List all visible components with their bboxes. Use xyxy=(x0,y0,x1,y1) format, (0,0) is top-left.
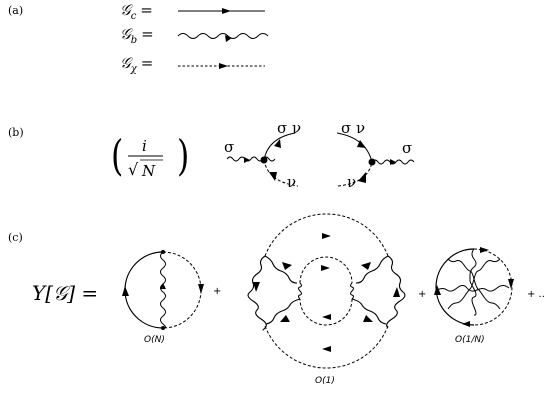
prefactor-radicand: N xyxy=(141,162,156,180)
diagram-order-n xyxy=(122,250,204,330)
diagram2-arrow-left-upper xyxy=(282,262,292,270)
order-label-third: O(1/N) xyxy=(455,335,485,345)
diagram3-boson-b xyxy=(447,258,501,310)
vertex-right-chi-arrow xyxy=(358,172,366,183)
vertex-left-dot xyxy=(260,156,268,164)
legend-row-chi: 𝒢χ= xyxy=(120,54,265,75)
legend-row-conduction: 𝒢c= xyxy=(120,1,265,22)
vertex-left-conduction-arc xyxy=(263,132,296,161)
vertex-left-boson-arrow xyxy=(244,157,250,163)
diagram2-arrow-top xyxy=(322,233,331,239)
svg-text:𝒢χ=: 𝒢χ= xyxy=(120,54,153,75)
prefactor-root: √ xyxy=(128,160,139,179)
vertex-right-conduction-arc xyxy=(336,132,373,163)
diagram2-outer-chi-circle xyxy=(264,213,389,369)
diagram2-arrow-inner-bottom xyxy=(322,314,331,320)
diagram2-arrow-left-outer xyxy=(253,282,260,292)
diagram2-arrow-right-upper xyxy=(361,262,371,270)
svg-text:𝒢c=: 𝒢c= xyxy=(120,1,153,22)
vertex-left-boson-line xyxy=(226,156,276,162)
legend-sub-b: b xyxy=(131,35,137,46)
legend-symbol-c: 𝒢 xyxy=(120,1,133,19)
chi-propagator-arrow xyxy=(219,63,228,69)
legend-eq-c: = xyxy=(140,1,153,19)
diagram2-left-boson-outer xyxy=(247,255,267,331)
vertex-left-conduction-arrow xyxy=(274,139,281,148)
diagram1-top-vertex xyxy=(161,250,165,254)
diagram2-inner-chi-circle xyxy=(299,256,353,326)
vertex-right-boson-arrow xyxy=(390,159,396,165)
legend-symbol-b: 𝒢 xyxy=(120,25,133,43)
diagram3-conduction-arc xyxy=(435,248,475,326)
legend-sub-c: c xyxy=(131,11,137,22)
legend-sub-chi: χ xyxy=(130,64,138,75)
vertex-right-sigma-nu: σ ν xyxy=(341,119,365,137)
vertex-right-conduction-arrow xyxy=(357,140,366,148)
legend-row-boson: 𝒢b = xyxy=(120,25,269,46)
diagram3-boson-c xyxy=(436,285,510,292)
vertex-left-sigma-nu: σ ν xyxy=(277,119,301,137)
diagram3-chi-arc xyxy=(473,248,513,326)
vertex-right: σ ν σ ν xyxy=(336,119,415,191)
diagram2-right-boson-inner xyxy=(351,255,389,325)
diagram2-arrow-left-lower xyxy=(280,315,290,322)
legend-eq-b: = xyxy=(141,25,154,43)
vertex-prefactor: ( i √ N ) xyxy=(111,132,189,181)
diagram2-left-boson-inner xyxy=(264,255,301,325)
boson-propagator-wavy-line xyxy=(177,33,269,39)
diagram2-middle-left-boson xyxy=(298,282,302,300)
panel-label-b: (b) xyxy=(8,126,24,139)
plus-sign-1: + xyxy=(213,286,221,297)
diagram2-arrow-right-outer xyxy=(393,287,400,297)
diagram1-right-arrow xyxy=(198,284,204,294)
vertex-left-sigma: σ xyxy=(224,138,234,156)
diagram1-left-arrow xyxy=(122,286,129,296)
trailing-ellipsis: + .. xyxy=(527,289,545,300)
vertex-left-chi-arrow xyxy=(269,172,277,181)
diagram2-arrow-bottom xyxy=(322,346,331,352)
boson-propagator-arrow xyxy=(225,35,232,42)
diagram3-arrow-bottom xyxy=(462,321,470,327)
diagram1-conduction-arc xyxy=(124,251,164,329)
plus-sign-2: + xyxy=(418,289,426,300)
functional-lhs: Y[𝒢] = xyxy=(32,281,98,305)
diagram3-arrow-left xyxy=(434,285,441,295)
diagram3-boson-d xyxy=(469,248,477,316)
diagram1-boson-line xyxy=(160,251,166,329)
svg-text:𝒢b=: 𝒢b = xyxy=(120,25,154,46)
vertex-right-nu: ν xyxy=(347,173,356,191)
prefactor-left-paren: ( xyxy=(111,132,123,181)
diagram-order-one xyxy=(247,213,406,369)
diagram1-boson-arrow xyxy=(160,283,166,289)
conduction-propagator-arrow xyxy=(222,8,231,14)
diagram3-arrow-top xyxy=(480,247,489,253)
legend-eq-chi: = xyxy=(141,54,154,72)
diagram2-middle-right-boson xyxy=(350,282,354,300)
panel-label-c: (c) xyxy=(8,231,23,244)
prefactor-right-paren: ) xyxy=(177,132,189,181)
diagram1-bottom-vertex xyxy=(161,326,165,330)
vertex-left-nu: ν xyxy=(287,173,296,191)
vertex-right-dot xyxy=(368,158,376,166)
diagram2-arrow-inner-top xyxy=(321,265,330,271)
vertex-right-sigma: σ xyxy=(402,139,412,157)
order-label-first: O(N) xyxy=(144,335,165,345)
diagram-order-one-over-n xyxy=(434,247,514,327)
diagram2-right-boson-outer xyxy=(386,255,406,329)
vertex-left: σ σ ν ν xyxy=(224,119,301,191)
diagram3-arrow-right xyxy=(508,279,514,289)
prefactor-numerator: i xyxy=(142,137,147,155)
order-label-second: O(1) xyxy=(315,376,335,386)
panel-label-a: (a) xyxy=(8,4,23,17)
legend-symbol-chi: 𝒢 xyxy=(120,54,133,72)
diagram2-arrow-right-lower xyxy=(363,315,373,322)
vertex-right-boson-line xyxy=(371,159,415,165)
diagram1-chi-arc xyxy=(162,251,202,329)
